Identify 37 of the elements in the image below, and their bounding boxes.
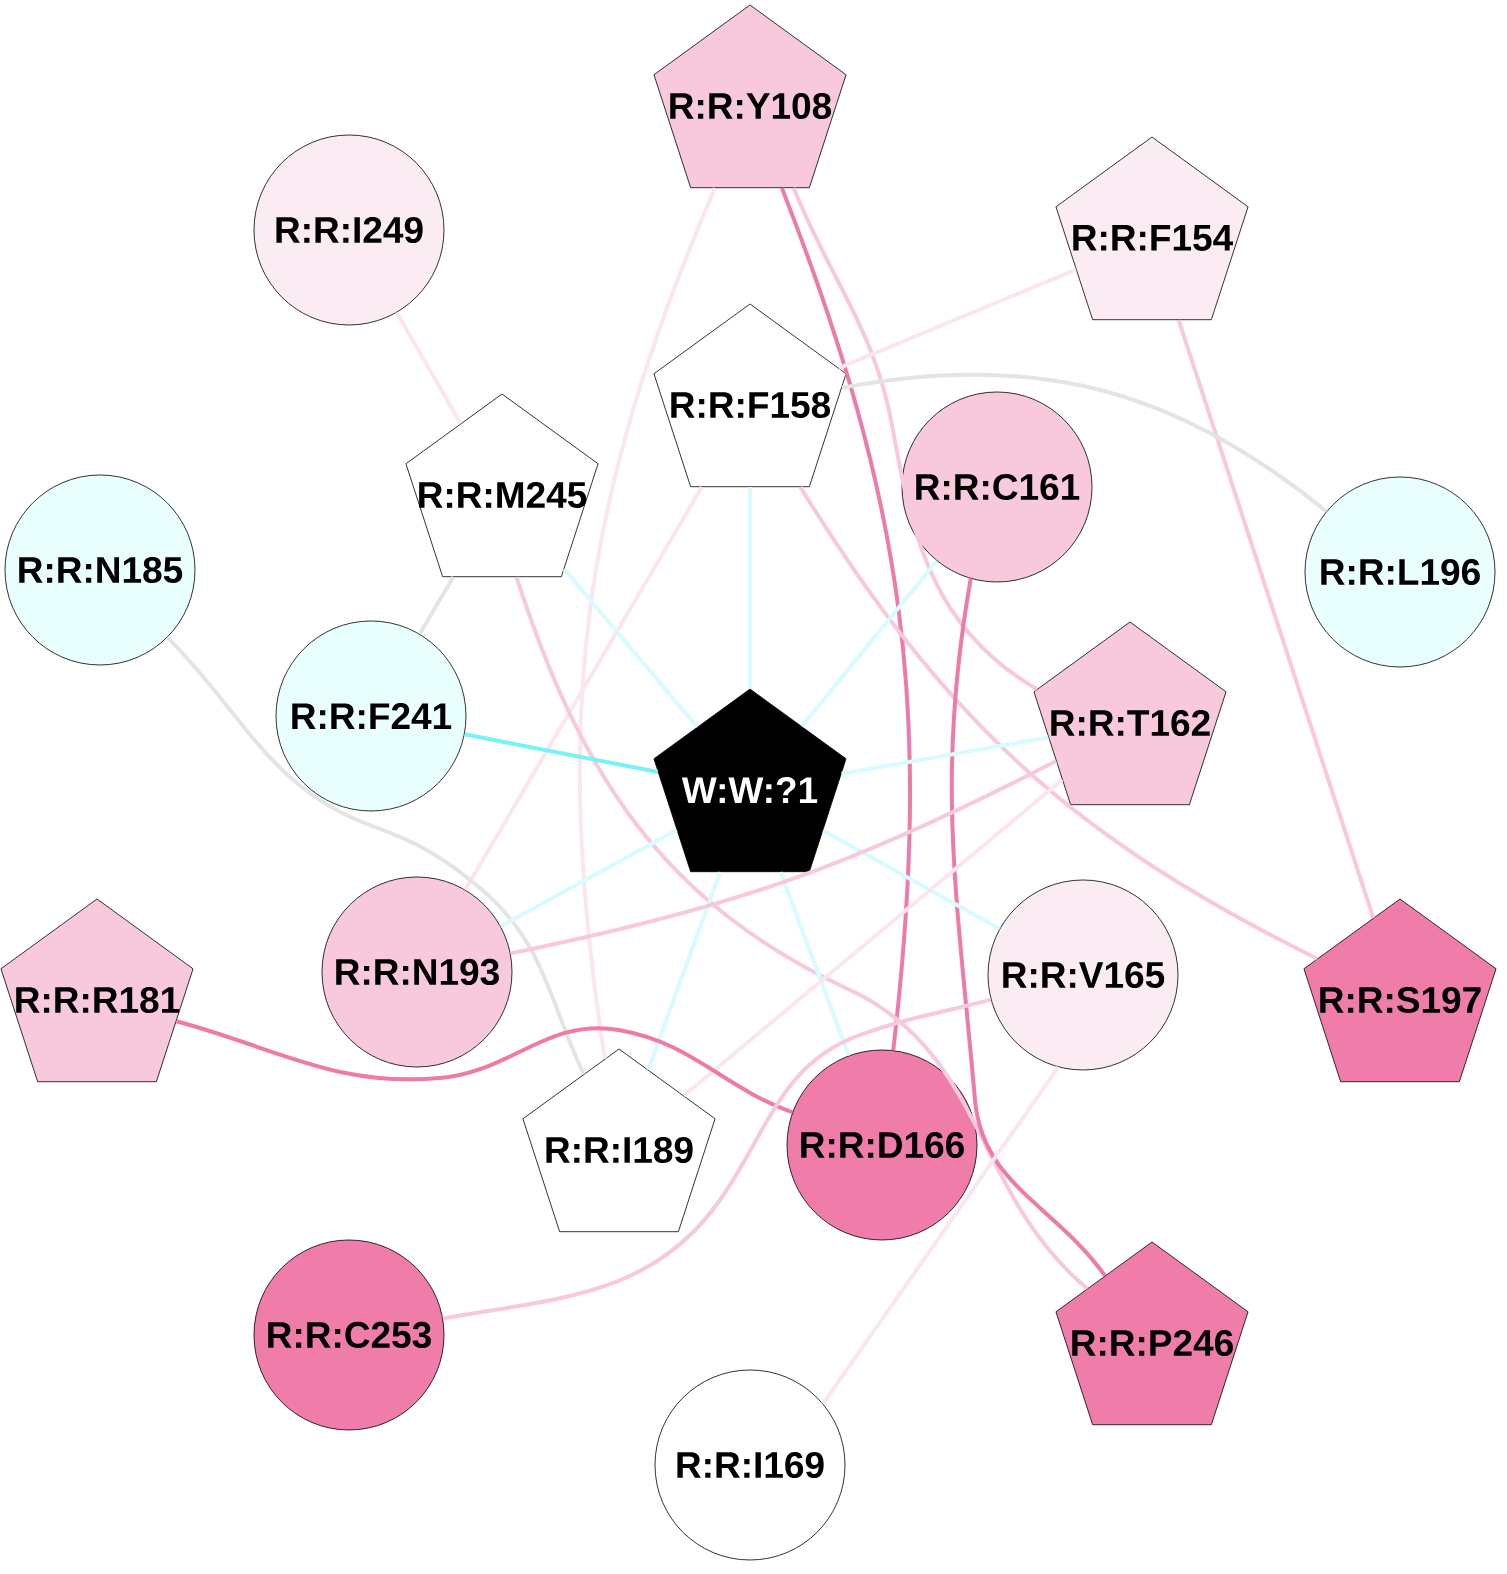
interaction-line: [778, 871, 851, 1057]
interaction-line: [682, 778, 1064, 1098]
interaction-line: [800, 559, 939, 728]
interaction-line: [175, 1019, 794, 1115]
residue-pentagon: R:R:S197: [1303, 898, 1497, 1083]
residue-pentagon: R:R:R181: [0, 898, 194, 1083]
residue-pentagon: R:R:I189: [522, 1048, 716, 1233]
interaction-line: [791, 187, 1038, 691]
interaction-line: [798, 486, 1319, 961]
residue-pentagon: R:R:F158: [653, 303, 847, 488]
interaction-line: [463, 486, 704, 891]
interaction-line: [578, 187, 717, 1060]
interaction-line: [646, 871, 722, 1071]
interaction-line: [841, 735, 1049, 776]
interaction-line: [841, 372, 1328, 513]
interaction-line: [780, 187, 912, 1051]
residue-pentagon: R:R:F154: [1055, 136, 1249, 321]
residue-pentagon: R:R:M245: [405, 393, 599, 578]
interaction-line: [838, 267, 1077, 370]
interaction-line: [394, 311, 463, 425]
interaction-line: [949, 578, 1107, 1277]
interaction-line: [562, 567, 699, 729]
interaction-line: [166, 636, 586, 1075]
interaction-line: [417, 576, 456, 635]
residue-pentagon: R:R:P246: [1055, 1241, 1249, 1426]
interaction-line: [821, 1066, 1060, 1405]
interaction-line: [822, 828, 1001, 931]
interaction-line: [510, 759, 1057, 956]
interaction-line: [499, 828, 678, 928]
interaction-line: [748, 487, 752, 689]
interaction-line: [442, 997, 992, 1321]
interaction-line: [464, 732, 659, 774]
interaction-line: [514, 576, 1089, 1291]
residue-pentagon: W:W:?1: [653, 688, 847, 873]
residue-pentagon: R:R:Y108: [653, 4, 847, 189]
interaction-line: [1176, 319, 1376, 919]
residue-pentagon: R:R:T162: [1033, 621, 1227, 806]
